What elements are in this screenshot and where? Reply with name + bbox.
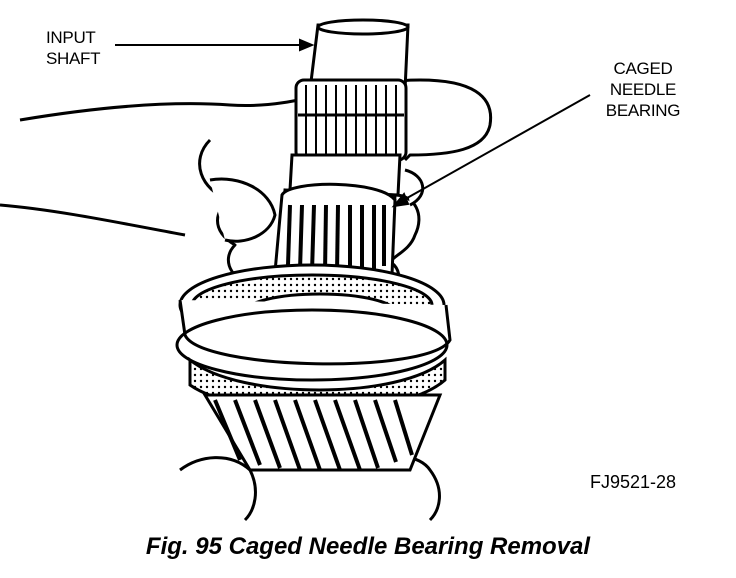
input-shaft-label: INPUT SHAFT xyxy=(46,27,101,69)
gear-assembly xyxy=(175,263,452,472)
figure-id: FJ9521-28 xyxy=(590,472,677,492)
bearing-label-line3: BEARING xyxy=(605,101,681,120)
input-shaft-label-line2: SHAFT xyxy=(46,49,101,68)
arrow-head-icon xyxy=(299,38,315,52)
bearing-label-line1: CAGED xyxy=(613,59,673,78)
bearing-label-line2: NEEDLE xyxy=(609,80,677,99)
figure-caption: Fig. 95 Caged Needle Bearing Removal xyxy=(145,533,591,560)
input-shaft-label-line1: INPUT xyxy=(46,28,96,47)
arrow-head-icon xyxy=(391,192,410,208)
caged-needle-bearing-label: CAGED NEEDLE BEARING xyxy=(588,58,698,121)
leader-lines xyxy=(115,38,591,208)
